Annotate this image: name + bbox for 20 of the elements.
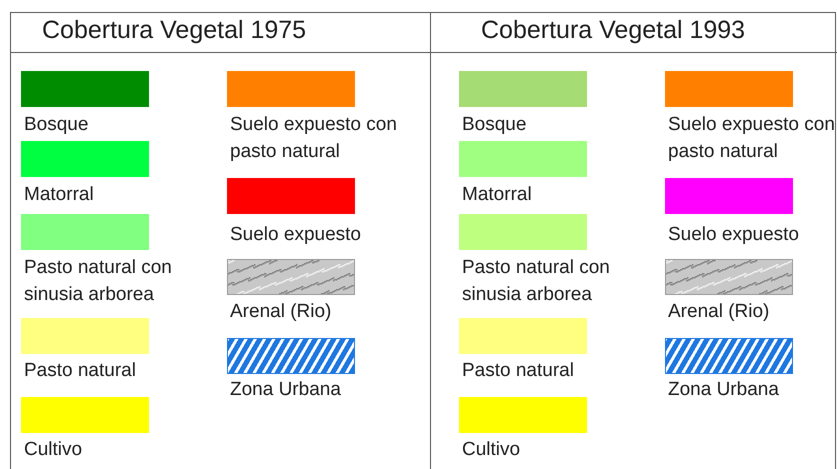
legend-label: Pasto natural con sinusia arborea xyxy=(24,256,173,307)
legend-label: Zona Urbana xyxy=(668,378,780,402)
panel-heading: Cobertura Vegetal 1993 xyxy=(481,16,746,45)
legend-label: Suelo expuesto con pasto natural xyxy=(230,113,398,164)
legend-label: Arenal (Rio) xyxy=(668,300,770,324)
legend-label: Matorral xyxy=(462,183,533,207)
legend-label: Pasto natural xyxy=(24,359,137,383)
legend-label: Pasto natural con sinusia arborea xyxy=(462,256,611,307)
legend-label: Suelo expuesto con pasto natural xyxy=(668,113,836,164)
legend-label: Bosque xyxy=(462,113,528,137)
legend-label: Bosque xyxy=(24,113,90,137)
legend-label: Cultivo xyxy=(24,438,84,462)
legend-label: Suelo expuesto xyxy=(668,223,800,247)
legend-label: Zona Urbana xyxy=(230,378,342,402)
legend-label: Matorral xyxy=(24,183,95,207)
legend-label: Cultivo xyxy=(462,438,522,462)
legend-label: Suelo expuesto xyxy=(230,223,362,247)
legend-label: Arenal (Rio) xyxy=(230,300,332,324)
panel-heading: Cobertura Vegetal 1975 xyxy=(42,16,306,45)
legend-label: Pasto natural xyxy=(462,359,575,383)
